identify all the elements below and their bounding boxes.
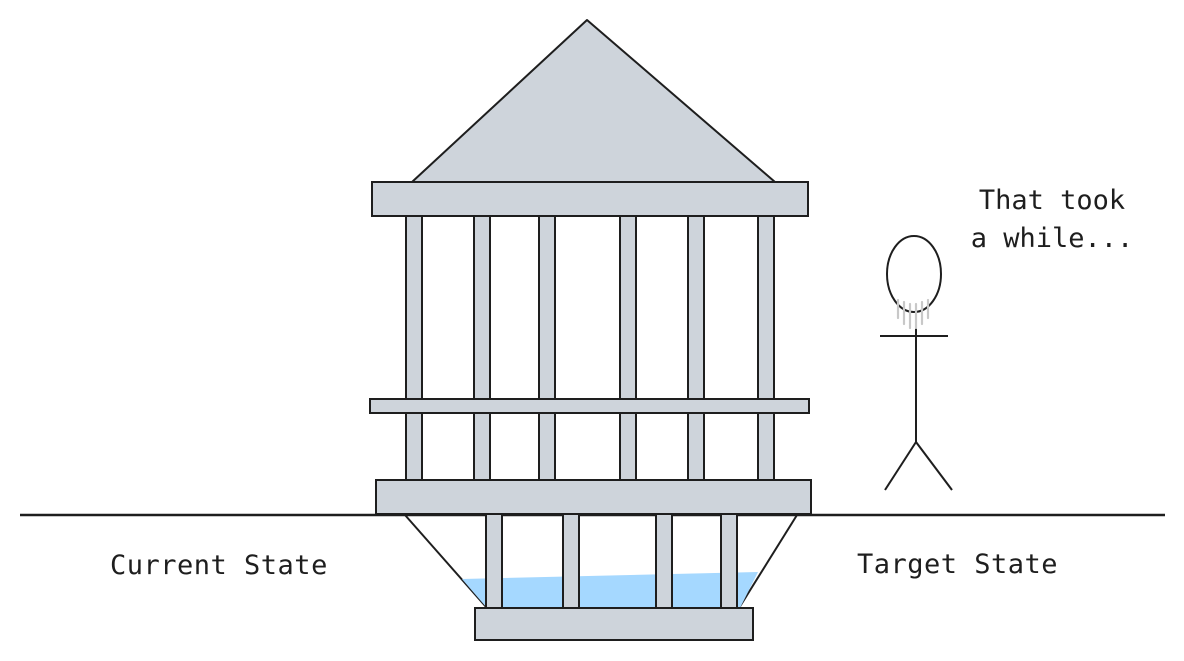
middle-slab xyxy=(369,398,810,414)
foundation-slab xyxy=(474,607,754,641)
foundation-water xyxy=(462,572,758,608)
lower-column xyxy=(757,411,775,483)
pit-right-wall xyxy=(738,514,798,609)
current-state-label: Current State xyxy=(110,550,328,581)
stick-figure xyxy=(880,235,953,491)
lower-column xyxy=(405,411,423,483)
underground-column xyxy=(655,513,673,609)
underground-column xyxy=(720,513,738,609)
base-slab xyxy=(375,479,812,515)
upper-column xyxy=(405,215,423,401)
upper-columns xyxy=(405,215,775,401)
top-slab xyxy=(371,181,809,217)
lower-column xyxy=(473,411,491,483)
speech-text: That took a while... xyxy=(962,182,1142,258)
speech-line-2: a while... xyxy=(970,223,1134,254)
upper-column xyxy=(619,215,637,401)
underground-column xyxy=(485,513,503,609)
lower-column xyxy=(538,411,556,483)
sweat-marks xyxy=(896,298,930,330)
roof xyxy=(411,19,776,183)
speech-line-1: That took xyxy=(978,185,1126,216)
figure-left-leg xyxy=(884,441,917,491)
upper-column xyxy=(473,215,491,401)
lower-column xyxy=(619,411,637,483)
upper-column xyxy=(538,215,556,401)
upper-column xyxy=(757,215,775,401)
upper-column xyxy=(687,215,705,401)
figure-head xyxy=(886,235,942,313)
figure-right-leg xyxy=(915,441,953,491)
lower-columns xyxy=(405,411,775,483)
underground-column xyxy=(562,513,580,609)
pit-left-wall xyxy=(404,514,488,609)
target-state-label: Target State xyxy=(857,549,1059,580)
lower-column xyxy=(687,411,705,483)
